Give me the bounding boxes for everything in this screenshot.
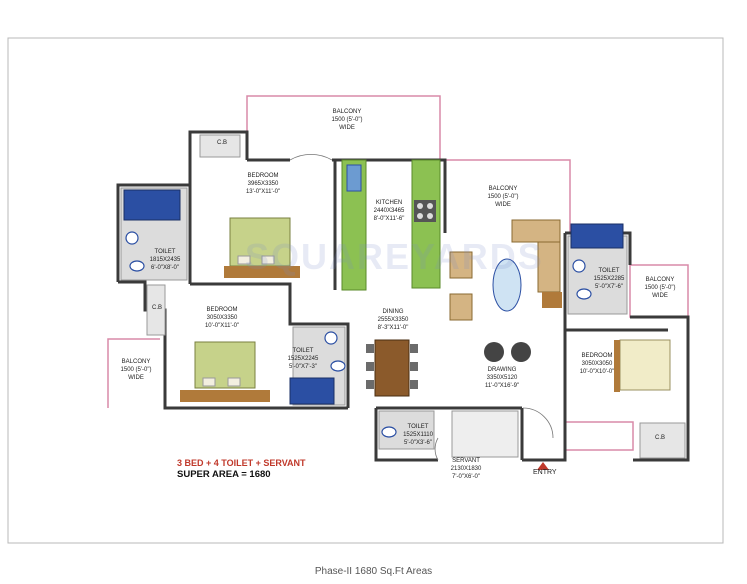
- bed-master: [224, 217, 300, 278]
- image-caption: Phase-II 1680 Sq.Ft Areas: [314, 566, 433, 577]
- kitchen-counter-right: [411, 159, 441, 289]
- entry-arrow: [537, 462, 549, 470]
- room-label-cb-right: C.B: [654, 435, 666, 441]
- bed-third: [614, 339, 671, 392]
- hob-burner: [417, 213, 423, 219]
- super-area: SUPER AREA = 1680: [177, 469, 271, 480]
- bathtub: [570, 223, 624, 249]
- plan-tagline: 3 BED + 4 TOILET + SERVANT: [177, 458, 306, 468]
- watermark: SQUAREYARDS: [245, 236, 544, 277]
- kitchen-hob: [414, 200, 436, 222]
- room-label-cb-left: C.B: [151, 305, 163, 311]
- cb-left-floor: [146, 284, 166, 336]
- side-table: [542, 292, 562, 308]
- room-label-cb-top: C.B: [216, 140, 228, 146]
- bathtub: [123, 189, 181, 221]
- armchair: [449, 251, 473, 279]
- bed-second: [180, 341, 270, 402]
- cb-right-floor: [639, 422, 686, 459]
- kitchen-sink: [346, 164, 362, 192]
- bathtub: [289, 377, 335, 405]
- walls: [116, 130, 690, 462]
- coffee-table: [492, 258, 522, 312]
- armchair: [449, 293, 473, 321]
- entry-label: ENTRY: [533, 469, 557, 476]
- hob-burner: [427, 203, 433, 209]
- hob-burner: [417, 203, 423, 209]
- servant-floor: [451, 410, 519, 458]
- cb-top-floor: [199, 134, 241, 158]
- sofa-l: [511, 219, 561, 293]
- toilet-2-floor: [567, 235, 628, 315]
- hob-burner: [427, 213, 433, 219]
- sanitary-fixtures: [125, 231, 592, 438]
- dining-chairs: [366, 344, 418, 389]
- dining-table: [374, 339, 410, 397]
- pouf: [511, 342, 531, 362]
- pouf: [484, 342, 504, 362]
- door-swings: [289, 154, 554, 461]
